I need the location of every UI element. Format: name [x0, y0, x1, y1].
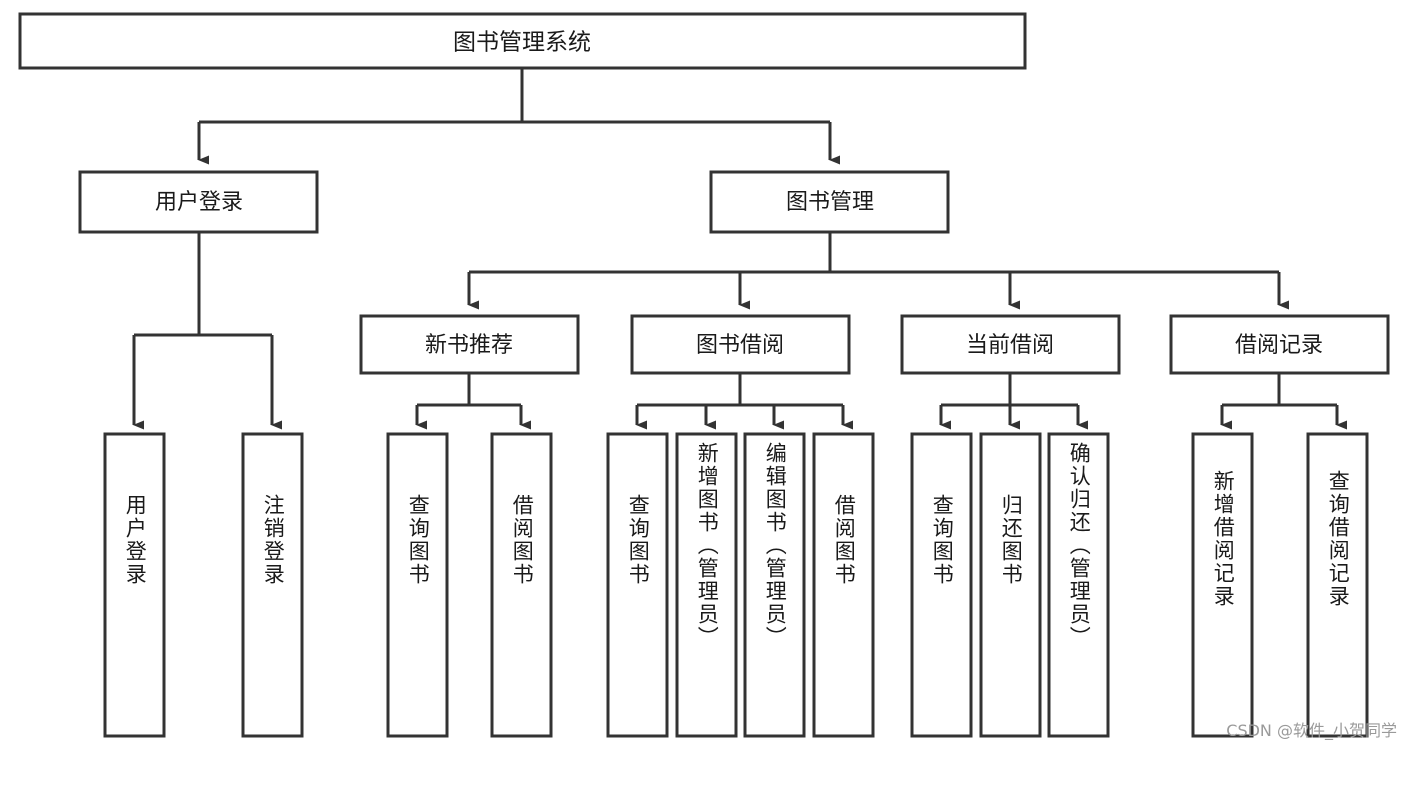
node-borrow-record-label: 借阅记录	[1235, 333, 1323, 358]
node-borrow-record[interactable]: 借阅记录	[1169, 314, 1390, 375]
leaf-box-user-login-0[interactable]	[103, 432, 166, 738]
connector-group-book-manage	[467, 232, 1289, 310]
leaf-boxes-borrow-record	[1191, 432, 1369, 738]
node-book-borrow-label: 图书借阅	[696, 333, 784, 358]
connector-group-new-book	[415, 373, 531, 430]
connector-group-root	[197, 68, 840, 165]
leaf-box-user-login-1[interactable]	[241, 432, 304, 738]
node-root-label: 图书管理系统	[453, 30, 591, 56]
node-new-book-recommend[interactable]: 新书推荐	[359, 314, 580, 375]
leaf-boxes-new-book-recommend	[386, 432, 553, 738]
node-current-borrow-label: 当前借阅	[966, 333, 1054, 358]
node-book-borrow[interactable]: 图书借阅	[630, 314, 851, 375]
connector-group-book-borrow	[635, 373, 853, 430]
node-new-book-recommend-label: 新书推荐	[425, 333, 513, 358]
node-book-manage[interactable]: 图书管理	[709, 170, 950, 234]
tree-diagram-canvas: 图书管理系统 用户登录 图书管理 新书推荐 图书借阅 当前借阅 借阅记录	[18, 12, 1390, 738]
node-user-login-box[interactable]	[78, 170, 319, 234]
node-root[interactable]: 图书管理系统	[18, 12, 1027, 70]
leaf-box-new-book-1[interactable]	[490, 432, 553, 738]
leaf-box-current-borrow-1[interactable]	[979, 432, 1042, 738]
leaf-box-current-borrow-2[interactable]	[1047, 432, 1110, 738]
leaf-box-book-borrow-1[interactable]	[675, 432, 738, 738]
node-current-borrow-box[interactable]	[900, 314, 1121, 375]
node-user-login[interactable]: 用户登录	[78, 170, 319, 234]
node-current-borrow[interactable]: 当前借阅	[900, 314, 1121, 375]
leaf-box-current-borrow-0[interactable]	[910, 432, 973, 738]
leaf-boxes-book-borrow	[606, 432, 875, 738]
leaf-box-book-borrow-0[interactable]	[606, 432, 669, 738]
node-new-book-recommend-box[interactable]	[359, 314, 580, 375]
watermark-text: CSDN @软件_小贺同学	[1226, 721, 1397, 740]
connector-group-user-login	[132, 232, 282, 430]
node-borrow-record-box[interactable]	[1169, 314, 1390, 375]
leaf-box-book-borrow-3[interactable]	[812, 432, 875, 738]
leaf-box-borrow-record-0[interactable]	[1191, 432, 1254, 738]
node-user-login-label: 用户登录	[155, 190, 243, 215]
node-book-manage-box[interactable]	[709, 170, 950, 234]
node-root-box[interactable]	[18, 12, 1027, 70]
leaf-box-borrow-record-1[interactable]	[1306, 432, 1369, 738]
leaf-box-book-borrow-2[interactable]	[743, 432, 806, 738]
node-book-manage-label: 图书管理	[786, 190, 874, 215]
connector-group-borrow-record	[1220, 373, 1347, 430]
node-book-borrow-box[interactable]	[630, 314, 851, 375]
leaf-boxes-current-borrow	[910, 432, 1110, 738]
leaf-boxes-user-login	[103, 432, 304, 738]
tree-diagram: 图书管理系统 用户登录 图书管理 新书推荐 图书借阅 当前借阅 借阅记录	[18, 12, 1397, 740]
connector-group-current-borrow	[939, 373, 1088, 430]
leaf-box-new-book-0[interactable]	[386, 432, 449, 738]
